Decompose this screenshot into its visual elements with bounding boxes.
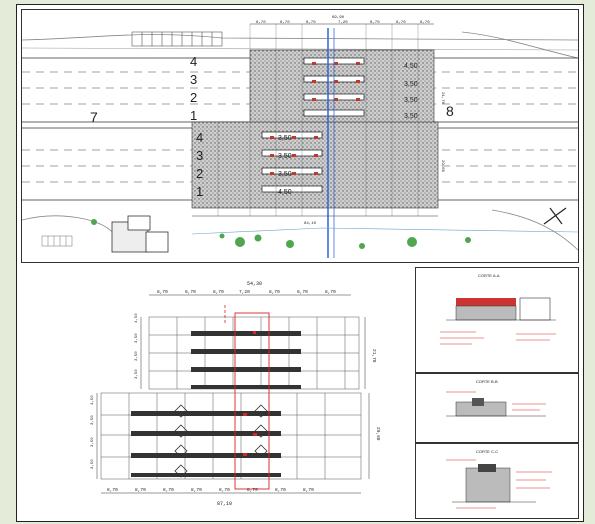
section-detail-b: CORTE B-B <box>415 373 579 443</box>
dim-label: 8,70 <box>107 487 118 493</box>
dim-left: 3,50 <box>135 333 139 343</box>
dim-label: 8,70 <box>163 487 174 493</box>
section-title: CORTE B-B <box>476 379 498 384</box>
dim-label: 8,70 <box>275 487 286 493</box>
lane-width: 4,50 <box>404 63 418 70</box>
section-title: CORTE A-A <box>478 273 500 278</box>
dim-label: 8,70 <box>306 21 316 25</box>
dim-label: 8,70 <box>325 289 336 295</box>
dim-label: 8,70 <box>280 21 290 25</box>
dim-label: 8,70 <box>269 289 280 295</box>
dim-label: 8,70 <box>213 289 224 295</box>
dim-total-bottom: 87,10 <box>217 501 232 507</box>
lane-number: 2 <box>196 166 203 181</box>
lane-width: 3,50 <box>278 153 292 160</box>
dim-label: 8,70 <box>191 487 202 493</box>
lane-number: 4 <box>190 54 197 69</box>
dim-total-top: 54,30 <box>247 281 262 287</box>
section-detail-a: CORTE A-A <box>415 267 579 373</box>
lane-width: 4,50 <box>278 189 292 196</box>
lane-width: 3,50 <box>404 97 418 104</box>
drawing-sheet: 7 8 4 3 2 1 4 3 2 1 4,50 3,50 3,50 3,50 … <box>16 4 584 522</box>
detail-plan-panel: 54,30 8,70 8,70 8,70 7,20 8,70 8,70 8,70 <box>21 265 411 517</box>
label-8: 8 <box>446 103 454 119</box>
dim-right: 29,60 <box>375 427 381 441</box>
lane-number: 3 <box>190 72 197 87</box>
dim-label: 8,70 <box>420 21 430 25</box>
dim-side: 29,60 <box>440 160 444 173</box>
dim-left: 3,50 <box>91 437 95 447</box>
lane-width: 3,50 <box>278 135 292 142</box>
dim-label: 8,70 <box>303 487 314 493</box>
dim-left: 3,50 <box>91 415 95 425</box>
dim-label: 8,70 <box>256 21 266 25</box>
dim-label: 8,70 <box>370 21 380 25</box>
dim-left: 3,50 <box>135 351 139 361</box>
section-title: CORTE C-C <box>476 449 498 454</box>
lane-width: 3,50 <box>404 81 418 88</box>
dim-total-top: 69,90 <box>332 16 345 20</box>
dim-side: 21,70 <box>440 92 444 105</box>
lane-number: 2 <box>190 90 197 105</box>
label-7: 7 <box>90 109 98 125</box>
lane-width: 3,50 <box>404 113 418 120</box>
lane-number: 3 <box>196 148 203 163</box>
lane-width: 3,50 <box>278 171 292 178</box>
site-plan-panel: 7 8 4 3 2 1 4 3 2 1 4,50 3,50 3,50 3,50 … <box>21 9 579 263</box>
lane-number: 1 <box>196 184 203 199</box>
dim-label: 8,70 <box>185 289 196 295</box>
lane-number: 4 <box>196 130 203 145</box>
dim-label: 8,70 <box>219 487 230 493</box>
dim-left: 4,50 <box>91 395 95 405</box>
dim-label: 8,70 <box>157 289 168 295</box>
site-plan-drawing: 7 8 4 3 2 1 4 3 2 1 4,50 3,50 3,50 3,50 … <box>22 16 578 258</box>
dim-total-bottom: 84,10 <box>304 222 317 226</box>
dim-label: 8,70 <box>297 289 308 295</box>
dim-label: 7,20 <box>239 289 250 295</box>
dim-label: 7,20 <box>338 21 348 25</box>
dim-label: 8,70 <box>396 21 406 25</box>
dim-left: 4,50 <box>135 313 139 323</box>
dim-label: 8,70 <box>247 487 258 493</box>
dim-left: 3,50 <box>91 459 95 469</box>
detail-plan-drawing: 54,30 8,70 8,70 8,70 7,20 8,70 8,70 8,70 <box>91 281 381 507</box>
dim-label: 8,70 <box>135 487 146 493</box>
lane-number: 1 <box>190 108 197 123</box>
section-detail-c: CORTE C-C <box>415 443 579 519</box>
dim-right: 21,70 <box>371 349 377 363</box>
dim-left: 3,50 <box>135 369 139 379</box>
